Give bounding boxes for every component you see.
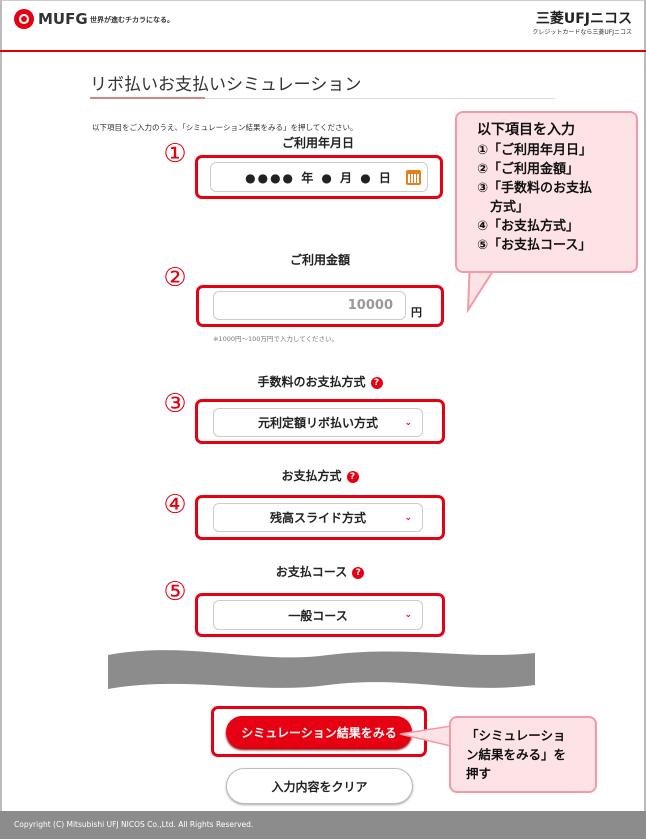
step-number-4: ④	[163, 490, 187, 520]
course-label-text: お支払コース	[275, 565, 348, 579]
fee-method-label: 手数料のお支払方式?	[195, 373, 445, 390]
callout-item: ②「ご利用金額」	[477, 162, 580, 177]
title-underline-accent	[90, 97, 205, 99]
callout-line: 押す	[466, 766, 492, 781]
tagline: 世界が進むチカラになる。	[90, 16, 174, 24]
highlight-box-1	[195, 155, 443, 199]
mufg-logo-dot	[21, 16, 27, 22]
fee-method-value: 元利定額リボ払い方式	[257, 416, 378, 430]
pay-method-label-text: お支払方式	[281, 469, 342, 483]
highlight-box-3	[195, 399, 445, 444]
help-icon[interactable]: ?	[346, 471, 359, 483]
chevron-down-icon: ⌄	[404, 610, 412, 620]
fee-method-label-text: 手数料のお支払方式	[257, 375, 366, 389]
help-icon[interactable]: ?	[370, 377, 383, 389]
amount-input[interactable]: 10000	[213, 291, 406, 320]
input-callout: 以下項目を入力 ①「ご利用年月日」 ②「ご利用金額」 ③「手数料のお支払 方式」…	[455, 111, 638, 273]
pay-method-value: 残高スライド方式	[269, 511, 366, 525]
footer-copyright: Copyright (C) Mitsubishi UFJ NICOS Co.,L…	[0, 811, 646, 839]
chevron-down-icon: ⌄	[404, 417, 412, 428]
calendar-icon[interactable]	[406, 170, 421, 185]
omitted-section-divider	[108, 650, 535, 689]
chevron-down-icon: ⌄	[404, 512, 412, 523]
pay-method-select[interactable]: 残高スライド方式 ⌄	[213, 503, 423, 532]
step-number-2: ②	[163, 263, 187, 293]
callout-item: 方式」	[477, 200, 530, 215]
fee-method-select[interactable]: 元利定額リボ払い方式 ⌄	[213, 408, 423, 437]
callout-item: ③「手数料のお支払	[477, 181, 593, 196]
callout-item: ①「ご利用年月日」	[477, 143, 593, 158]
clear-button[interactable]: 入力内容をクリア	[226, 768, 413, 804]
callout-item: ④「お支払方式」	[477, 219, 580, 234]
highlight-box-5	[195, 593, 445, 637]
callout-tail	[399, 725, 452, 747]
instruction-text: 以下項目をご入力のうえ、「シミュレーション結果をみる」を押してください。	[92, 123, 358, 132]
step-number-1: ①	[163, 139, 187, 169]
highlight-box-2	[196, 285, 444, 327]
date-value: ●●●● 年 ● 月 ● 日	[245, 170, 393, 185]
course-label: お支払コース?	[195, 563, 445, 580]
step-number-5: ⑤	[163, 577, 187, 607]
page-title: リボ払いお支払いシミュレーション	[90, 75, 362, 95]
course-value: 一般コース	[288, 608, 348, 623]
help-icon[interactable]: ?	[352, 567, 365, 579]
title-underline	[90, 98, 555, 99]
amount-unit: 円	[411, 306, 422, 319]
amount-label: ご利用金額	[289, 253, 350, 267]
highlight-box-4	[195, 495, 445, 540]
callout-item: ⑤「お支払コース」	[477, 238, 592, 253]
step-number-3: ③	[163, 389, 187, 419]
date-label: ご利用年月日	[281, 136, 354, 150]
pay-method-label: お支払方式?	[195, 467, 445, 484]
amount-note: ※1000円～100万円で入力してください。	[213, 335, 339, 343]
simulate-callout: 「シミュレーショ ン結果をみる」を 押す	[449, 716, 597, 793]
simulate-button[interactable]: シミュレーション結果をみる	[226, 716, 412, 748]
course-select[interactable]: 一般コース ⌄	[213, 600, 423, 630]
callout-title: 以下項目を入力	[477, 122, 575, 138]
brand-subtitle: クレジットカードなら三菱UFJニコス	[532, 29, 632, 36]
mufg-logo[interactable]: MUFG	[38, 10, 88, 28]
callout-line: ン結果をみる」を	[466, 747, 567, 762]
brand-logo[interactable]: 三菱UFJニコス	[535, 11, 632, 27]
header	[0, 0, 646, 52]
date-input[interactable]: ●●●● 年 ● 月 ● 日	[210, 162, 428, 192]
callout-line: 「シミュレーショ	[466, 728, 566, 743]
